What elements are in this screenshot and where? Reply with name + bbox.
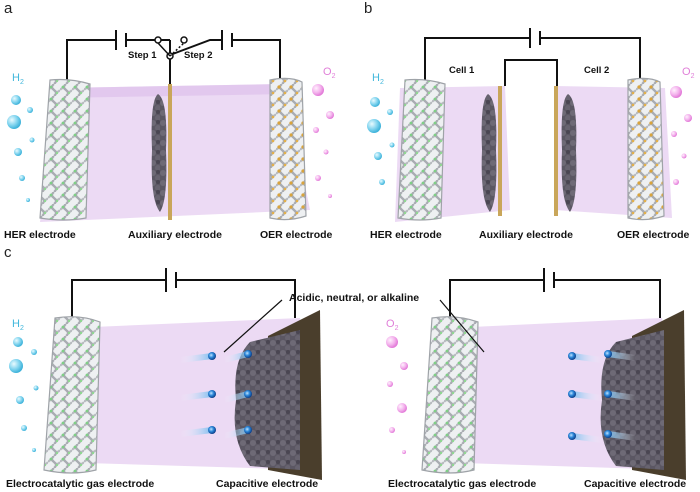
circuit-wire-c-left bbox=[71, 279, 296, 320]
gas-electrode-mesh bbox=[43, 316, 101, 474]
step1-label: Step 1 bbox=[128, 50, 157, 61]
h2-symbol: H bbox=[12, 72, 20, 84]
cell1-label: Cell 1 bbox=[449, 65, 475, 76]
panel-letter-a: a bbox=[4, 0, 13, 17]
h2-subscript: 2 bbox=[19, 79, 24, 87]
h2-subscript: 2 bbox=[379, 79, 384, 87]
her-mesh-electrode bbox=[397, 78, 446, 221]
gas-electrode-label-left: Electrocatalytic gas electrode bbox=[6, 478, 155, 490]
oer-mesh-electrode bbox=[269, 77, 307, 221]
oer-electrode-label-a: OER electrode bbox=[260, 229, 333, 241]
h2-label-a: H2 bbox=[12, 72, 24, 86]
h2-label-b: H2 bbox=[372, 72, 384, 86]
her-mesh-electrode bbox=[39, 78, 91, 221]
o2-bubbles bbox=[386, 336, 408, 454]
o2-label-a: O2 bbox=[323, 66, 335, 80]
oer-mesh-electrode bbox=[627, 77, 665, 221]
capacitive-electrode-label-right: Capacitive electrode bbox=[584, 478, 687, 490]
circuit-wire-c-right bbox=[449, 279, 661, 320]
o2-symbol: O bbox=[323, 66, 332, 78]
o2-subscript: 2 bbox=[331, 73, 336, 81]
ions bbox=[177, 350, 252, 439]
auxiliary-electrode-collector-2 bbox=[554, 86, 558, 216]
h2-bubbles bbox=[9, 337, 39, 452]
panel-b bbox=[367, 28, 692, 222]
circuit-wire-b bbox=[424, 37, 641, 82]
panel-letter-b: b bbox=[364, 0, 373, 17]
o2-subscript: 2 bbox=[394, 325, 399, 333]
o2-bubbles bbox=[312, 84, 334, 198]
h2-bubbles bbox=[7, 95, 35, 202]
panel-letter-c: c bbox=[4, 244, 12, 261]
panel-a bbox=[7, 30, 334, 222]
auxiliary-electrode-label-b: Auxiliary electrode bbox=[479, 229, 573, 241]
gas-electrode-mesh bbox=[421, 316, 479, 474]
h2-subscript: 2 bbox=[19, 325, 24, 333]
h2-symbol: H bbox=[12, 318, 20, 330]
ions bbox=[568, 350, 639, 443]
h2-label-c: H2 bbox=[12, 318, 24, 332]
electrolyte-volume bbox=[40, 84, 310, 222]
switch-arm bbox=[157, 42, 171, 57]
capacitive-electrode-carbon bbox=[234, 330, 300, 470]
o2-symbol: O bbox=[682, 66, 691, 78]
electrolyte-label: Acidic, neutral, or alkaline bbox=[289, 292, 420, 304]
switch-contact-2 bbox=[180, 36, 188, 44]
o2-bubbles bbox=[670, 86, 692, 185]
oer-electrode-label-b: OER electrode bbox=[617, 229, 690, 241]
auxiliary-electrode-label-a: Auxiliary electrode bbox=[128, 229, 222, 241]
her-electrode-label-a: HER electrode bbox=[4, 229, 76, 241]
auxiliary-electrode-carbon bbox=[151, 94, 167, 212]
auxiliary-electrode-collector-1 bbox=[498, 86, 502, 216]
electrolyte-leader-line bbox=[223, 299, 283, 353]
h2-symbol: H bbox=[372, 72, 380, 84]
auxiliary-electrode-current-collector bbox=[168, 84, 172, 220]
electrolyte-top bbox=[55, 84, 290, 98]
her-electrode-label-b: HER electrode bbox=[370, 229, 442, 241]
electrolyte-leader-line bbox=[439, 299, 485, 353]
capacitive-electrode-label-left: Capacitive electrode bbox=[216, 478, 319, 490]
o2-subscript: 2 bbox=[690, 73, 695, 81]
o2-label-c: O2 bbox=[386, 318, 398, 332]
panel-c-right bbox=[386, 268, 686, 480]
auxiliary-electrode-carbon-1 bbox=[481, 94, 497, 212]
o2-symbol: O bbox=[386, 318, 395, 330]
gas-electrode-label-right: Electrocatalytic gas electrode bbox=[388, 478, 537, 490]
step2-label: Step 2 bbox=[184, 50, 213, 61]
cell-bridge-wire bbox=[504, 59, 558, 86]
auxiliary-electrode-carbon-2 bbox=[561, 94, 577, 212]
o2-label-b: O2 bbox=[682, 66, 694, 80]
cell2-label: Cell 2 bbox=[584, 65, 610, 76]
circuit-wire-a bbox=[66, 39, 281, 82]
panel-c-left bbox=[9, 268, 322, 480]
switch-contact-1 bbox=[154, 36, 162, 44]
switch-arm-dotted bbox=[169, 42, 185, 57]
h2-bubbles bbox=[367, 97, 395, 185]
